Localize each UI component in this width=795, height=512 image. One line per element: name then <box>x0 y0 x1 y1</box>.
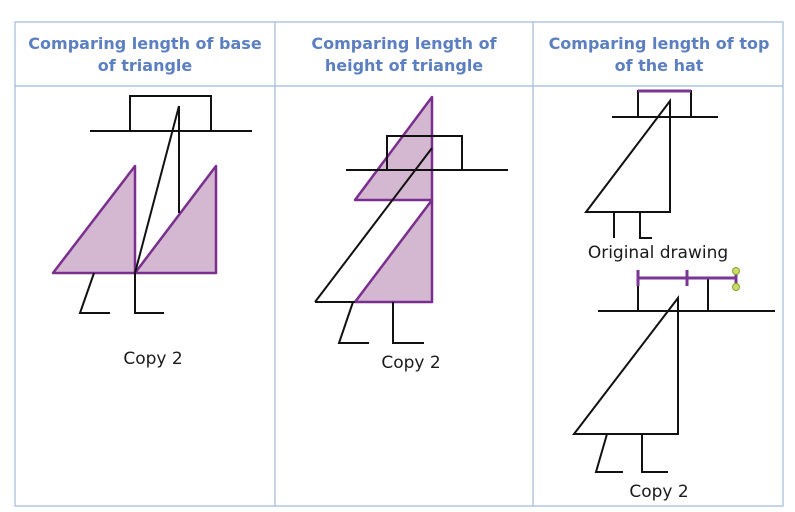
col3-original-drawing: Original drawing <box>583 89 728 263</box>
col1-body-slope <box>134 105 180 274</box>
col1-hat-top <box>129 95 212 132</box>
col3-caption-original: Original drawing <box>588 243 728 263</box>
header-col2-line1-text: Comparing length <box>311 34 473 53</box>
header-row: Comparing length of base of triangle Com… <box>28 34 769 75</box>
col1-triangle-right <box>133 164 218 275</box>
col3-copy-marker-top <box>732 267 740 275</box>
table-border <box>14 21 784 507</box>
col2-triangle-lower <box>353 198 434 304</box>
col2-body-slope <box>314 147 433 303</box>
col2-leg-right <box>392 302 424 344</box>
col3-copy-leg-left <box>594 433 623 473</box>
col2-triangle-upper <box>353 95 434 202</box>
col2-caption: Copy 2 <box>381 353 440 373</box>
col3-copy-leg-right <box>641 434 668 473</box>
col1-caption: Copy 2 <box>123 349 182 369</box>
header-col1-line2: of triangle <box>98 56 193 75</box>
header-col3-line2: of the hat <box>615 56 704 75</box>
col2-leg-left <box>337 301 369 344</box>
col1-triangle-left <box>51 164 137 275</box>
col3-copy-drawing: Copy 2 <box>571 267 775 502</box>
header-col2-line1: Comparing length of <box>311 34 497 53</box>
table-grid <box>14 21 784 507</box>
col3-caption-copy: Copy 2 <box>629 482 688 502</box>
col3-original-body <box>583 98 671 213</box>
header-col2-line2: height of triangle <box>325 56 483 75</box>
col1-leg-right <box>134 273 164 314</box>
header-col3-line1: Comparing length of top <box>549 34 770 53</box>
header-col1-line1: Comparing length of base <box>28 34 262 53</box>
col3-original-leg-right <box>639 212 652 239</box>
col1-drawing: Copy 2 <box>51 95 252 369</box>
col3-original-hat-top <box>637 90 692 118</box>
col2-drawing: Copy 2 <box>314 95 508 373</box>
col3-copy-marker-bottom <box>732 283 740 291</box>
col1-leg-left <box>78 272 110 314</box>
col3-copy-body <box>571 295 679 435</box>
